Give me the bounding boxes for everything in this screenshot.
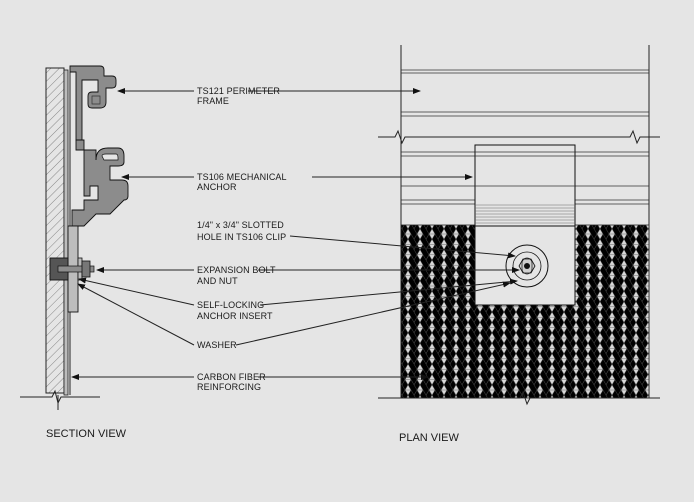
label-insert-1: SELF-LOCKING [197, 300, 264, 310]
plan-break-line-bottom [378, 390, 660, 406]
leader-washer-left [77, 283, 195, 346]
label-frame-1: TS121 PERIMETER [197, 86, 280, 96]
mechanical-anchor-profile [71, 139, 129, 227]
callout-labels: TS121 PERIMETER FRAME TS106 MECHANICAL A… [197, 86, 287, 392]
perimeter-frame-profile [69, 65, 117, 141]
plan-view [378, 45, 660, 406]
frame-channel [91, 95, 101, 105]
label-anchor-2: ANCHOR [197, 182, 237, 192]
leader-insert-right [259, 278, 518, 306]
bolt-nut [81, 260, 91, 278]
anchor-slot [101, 153, 119, 161]
slotted-hole-shape [521, 257, 533, 275]
section-view [20, 65, 129, 410]
bolt-shaft [57, 265, 95, 273]
label-bolt-1: EXPANSION BOLT [197, 265, 276, 275]
wall-substrate [45, 67, 65, 394]
leader-washer-right [235, 281, 511, 346]
label-slot-1: 1/4" x 3/4" SLOTTED [197, 220, 284, 230]
label-fiber-1: CARBON FIBER [197, 372, 266, 382]
plan-washer-inner [512, 251, 542, 281]
leader-insert-left [78, 277, 195, 306]
clip-striations [475, 204, 575, 224]
label-washer-1: WASHER [197, 340, 237, 350]
section-break-line [20, 389, 100, 405]
leader-slotted-hole [289, 235, 516, 259]
label-bolt-2: AND NUT [197, 276, 238, 286]
leader-lines [71, 88, 520, 380]
section-view-title: SECTION VIEW [46, 428, 127, 440]
label-insert-2: ANCHOR INSERT [197, 311, 273, 321]
plan-break-line-top [378, 129, 660, 145]
plan-perimeter-frame [401, 69, 649, 117]
plan-bolt [524, 263, 530, 269]
plan-view-title: PLAN VIEW [399, 432, 460, 444]
label-slot-2: HOLE IN TS106 CLIP [197, 232, 286, 242]
label-anchor-1: TS106 MECHANICAL [197, 172, 287, 182]
panel-layer [63, 69, 69, 396]
label-fiber-2: REINFORCING [197, 382, 261, 392]
label-frame-2: FRAME [197, 96, 229, 106]
